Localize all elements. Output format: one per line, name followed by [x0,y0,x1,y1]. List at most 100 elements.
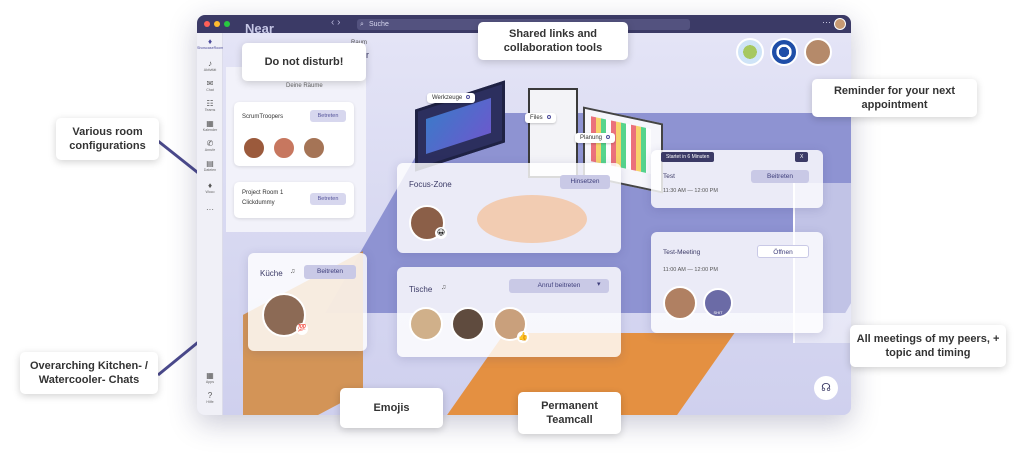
app-logo: Near [245,21,274,36]
participant-avatar[interactable] [409,307,443,341]
room-card-project-room-1[interactable]: Project Room 1 Clickdummy Betreten [234,182,354,218]
bell-icon[interactable]: ♫ [290,268,296,275]
rail-item-chat[interactable]: ✉ Chat [197,79,223,93]
kitchen-title: Küche [260,269,283,278]
rail-item-files[interactable]: ▤ Dateien [197,159,223,173]
more-options-icon[interactable]: ··· [822,17,831,27]
room-card-scrumtroopers[interactable]: ScrumTroopers Betreten [234,102,354,166]
team-logo-avatar[interactable] [770,38,798,66]
rail-item-teams[interactable]: ☷ Teams [197,99,223,113]
wave-icon: ♦ [207,37,213,46]
bell-icon: ♪ [208,59,212,68]
rooms-panel: Deine Räume ScrumTroopers Betreten Proje… [226,67,366,232]
join-call-button[interactable]: Anruf beitreten [509,279,609,293]
meeting-time: 11:30 AM — 12:00 PM [663,188,718,194]
teams-icon: ☷ [206,99,214,108]
tag-label: Files [530,115,543,121]
chat-icon: ✉ [206,79,214,88]
join-meeting-button[interactable]: Beitreten [751,170,809,183]
callout-kitchen-chats: Overarching Kitchen- / Watercooler- Chat… [20,352,158,394]
window-controls [204,21,230,27]
enter-room-button[interactable]: Betreten [310,110,346,122]
chevron-down-icon[interactable]: ▾ [597,281,601,288]
join-kitchen-button[interactable]: Beitreten [304,265,356,279]
participant-avatar[interactable] [242,136,266,160]
peer-meeting-card: Test-Meeting 11:00 AM — 12:00 PM Öffnen … [651,232,823,333]
kitchen-card: Küche ♫ Beitreten 💯 [248,253,367,351]
participant-avatar[interactable] [302,136,326,160]
thumbs-up-emoji-icon: 👍 [517,331,529,343]
minimize-window-dot[interactable] [214,21,220,27]
close-window-dot[interactable] [204,21,210,27]
rail-label: Teams [204,108,216,112]
rail-label: Aktivität [203,68,217,72]
participant-avatar[interactable] [272,136,296,160]
wave-icon: ♦ [207,181,213,190]
rail-label: Dateien [203,168,217,172]
bell-icon[interactable]: ♫ [441,284,447,291]
rail-item-calendar[interactable]: ▦ Kalender [197,119,223,133]
smile-emoji-icon: 😀 [435,227,447,239]
hundred-emoji-icon: 💯 [296,323,308,335]
more-icon: ··· [206,205,214,214]
user-avatar[interactable] [834,18,846,30]
sit-down-button[interactable]: Hinsetzen [560,175,610,189]
bean-bag-chairs [477,195,587,243]
callout-reminder: Reminder for your next appointment [812,79,977,117]
tag-werkzeuge[interactable]: Werkzeuge [427,93,476,103]
search-icon: ⌕ [360,21,364,28]
callout-do-not-disturb: Do not disturb! [242,43,366,81]
files-icon: ▤ [206,159,214,168]
rail-item-woco[interactable]: ♦ Woco [197,181,223,195]
tag-files[interactable]: Files [525,113,556,123]
link-icon [466,95,471,99]
enter-room-button[interactable]: Betreten [310,193,346,205]
user-avatar[interactable] [804,38,832,66]
open-meeting-button[interactable]: Öffnen [757,245,809,258]
top-avatars [736,38,832,66]
tables-card: Tische ♫ Anruf beitreten ▾ 👍 [397,267,621,357]
apps-icon: ▦ [206,371,214,380]
meeting-title: Test-Meeting [663,249,701,256]
meeting-time: 11:00 AM — 12:00 PM [663,267,718,273]
tag-label: Werkzeuge [432,95,463,101]
rail-item-showcaseroom[interactable]: ♦ ShowcaseRoom [197,37,223,51]
focus-zone-card: Focus-Zone Hinsetzen 😀 [397,163,621,253]
rail-item-apps[interactable]: ▦ Apps [197,371,223,385]
tables-title: Tische [409,285,433,294]
tag-planung[interactable]: Planung [575,133,616,143]
headset-icon[interactable]: ☊ [814,376,838,400]
participant-avatar[interactable] [451,307,485,341]
rail-item-calls[interactable]: ✆ Anrufe [197,139,223,153]
rail-label: Apps [205,380,215,384]
room-title: Project Room 1 [242,190,284,196]
participant-avatar[interactable] [663,286,697,320]
rail-label: Anrufe [204,148,216,152]
callout-teamcall: Permanent Teamcall [518,392,621,434]
rail-item-help[interactable]: ? Hilfe [197,391,223,405]
rail-label: Hilfe [206,400,214,404]
next-meeting-card: Startet in 6 Minuten X Test 11:30 AM — 1… [651,150,823,208]
team-logo-avatar[interactable] [736,38,764,66]
rail-label: Kalender [202,128,218,132]
room-title: ScrumTroopers [242,114,284,120]
rail-label: Chat [206,88,214,92]
reminder-badge: Startet in 6 Minuten [661,152,715,162]
link-icon [546,115,551,119]
rooms-caption: Deine Räume [286,83,323,89]
dismiss-reminder-button[interactable]: X [795,152,809,162]
tag-label: Planung [580,135,603,141]
search-placeholder: Suche [369,21,389,28]
participant-avatar[interactable]: SHIT [703,288,733,318]
rail-label: ShowcaseRoom [197,46,224,50]
rail-label: Woco [205,190,215,194]
app-rail: ♦ ShowcaseRoom ♪ Aktivität ✉ Chat ☷ Team… [197,33,223,415]
callout-room-configs: Various room configurations [56,118,159,160]
maximize-window-dot[interactable] [224,21,230,27]
nav-arrows[interactable]: ‹ › [331,17,341,28]
focus-title: Focus-Zone [409,180,452,189]
calls-icon: ✆ [206,139,214,148]
rail-item-activity[interactable]: ♪ Aktivität [197,59,223,73]
rail-item-more[interactable]: ··· [197,205,223,214]
callout-emojis: Emojis [340,388,443,428]
